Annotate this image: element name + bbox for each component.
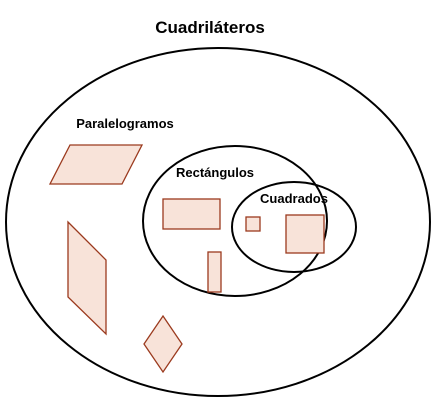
parallelogram-shape [48,144,144,185]
cuadrados-label: Cuadrados [260,191,328,206]
cuadrados-set-outline [231,181,357,273]
tall-parallelogram-shape [67,220,107,336]
small-square-shape [245,216,261,232]
narrow-rectangle-shape [207,251,222,293]
cuadrilateros-set-outline [5,47,431,397]
rectangulos-label: Rectángulos [176,165,254,180]
wide-rectangle-shape [162,198,221,230]
rhombus-shape [143,314,183,374]
diagram-title: Cuadriláteros [155,18,265,37]
paralelogramos-label: Paralelogramos [76,116,174,131]
rectangulos-set-outline [142,145,328,297]
large-square-shape [285,214,325,254]
